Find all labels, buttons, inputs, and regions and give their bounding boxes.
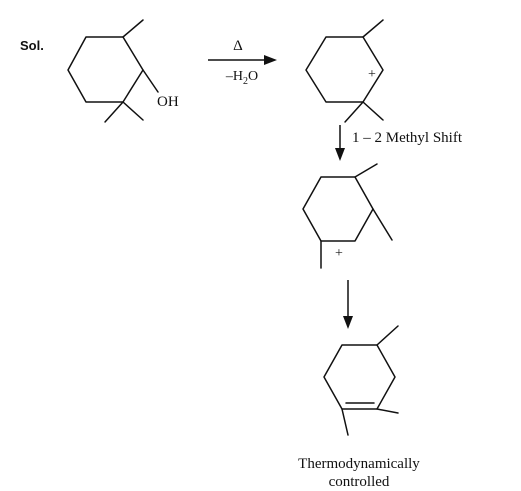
product-caption-line1: Thermodynamically <box>298 456 420 472</box>
carbocation-1-charge: + <box>368 67 376 82</box>
product-methyl-down <box>341 408 349 436</box>
reactant-oh-bond <box>142 69 159 93</box>
step1-arrow <box>208 55 277 65</box>
carbocation-2-methyl-right <box>372 208 393 241</box>
product-methyl-right <box>376 408 399 414</box>
reactant-structure: OH <box>67 19 179 123</box>
step2-arrow <box>335 125 345 161</box>
carbocation-2-ring <box>302 176 374 242</box>
carbocation-1-methyl-left <box>344 101 364 123</box>
carbocation-2-charge: + <box>335 246 343 261</box>
step3-arrow <box>343 280 353 329</box>
reactant-methyl-left <box>104 101 124 123</box>
product-caption-line2: controlled <box>329 474 390 490</box>
reactant-hydroxyl-label: OH <box>157 94 179 110</box>
minus-water-label: –H2O <box>225 69 258 87</box>
reactant-methyl-top <box>122 19 144 38</box>
methyl-shift-label: 1 – 2 Methyl Shift <box>352 130 463 146</box>
reactant-methyl-right <box>122 101 144 121</box>
heat-label: Δ <box>233 38 243 54</box>
carbocation-1-methyl-top <box>362 19 384 38</box>
solution-label: Sol. <box>20 38 44 53</box>
product-structure <box>323 325 399 436</box>
product-methyl-top <box>376 325 399 346</box>
carbocation-1-methyl-right <box>362 101 384 121</box>
carbocation-2-structure: + <box>302 163 393 269</box>
carbocation-2-methyl-top <box>354 163 378 178</box>
reactant-ring <box>67 36 144 103</box>
carbocation-1-structure: + <box>305 19 384 123</box>
product-ring <box>323 344 396 410</box>
